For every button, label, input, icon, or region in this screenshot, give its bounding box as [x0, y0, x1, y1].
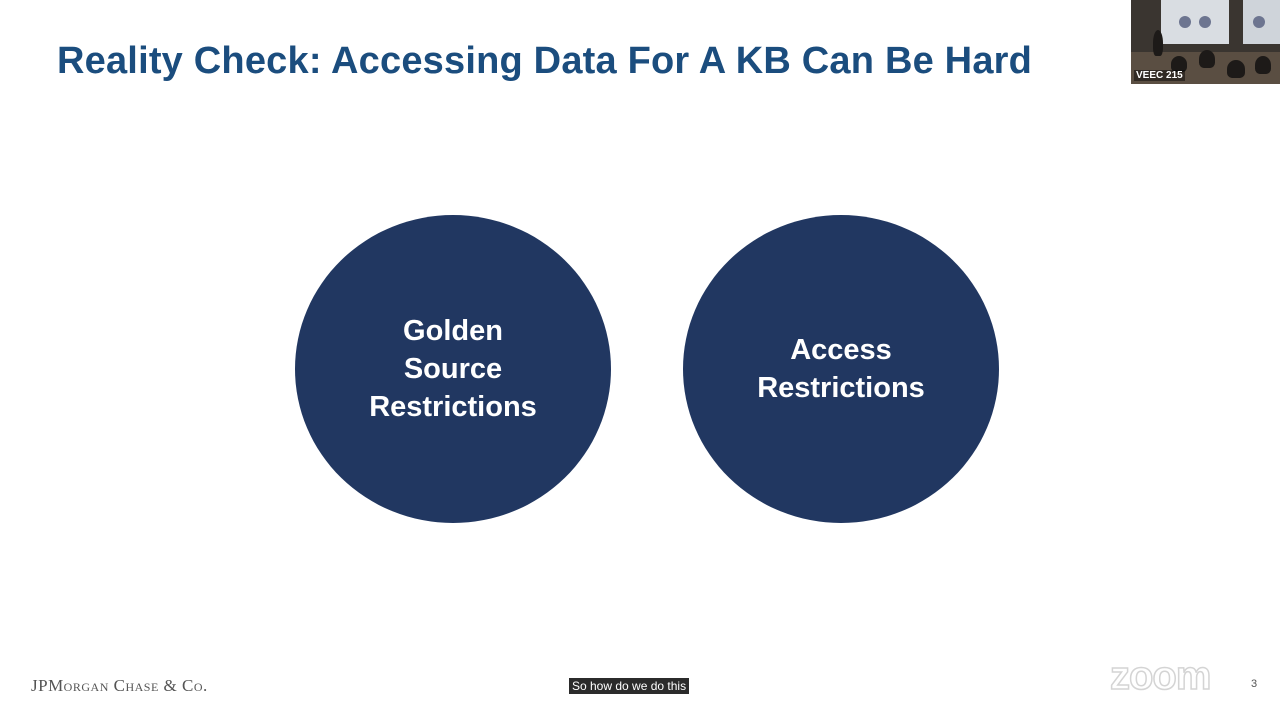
- closed-caption: So how do we do this: [569, 678, 690, 694]
- jpmorgan-logo: JPMorgan Chase & Co.: [31, 676, 208, 695]
- participant-video-thumbnail[interactable]: VEEC 215: [1131, 0, 1280, 84]
- circle-line: Golden: [403, 315, 503, 347]
- golden-source-restrictions-circle: Golden Source Restrictions: [295, 215, 611, 523]
- circle-line: Restrictions: [369, 391, 537, 423]
- circle-line: Source: [403, 353, 503, 385]
- circle-line: Restrictions: [757, 372, 925, 404]
- slide-title: Reality Check: Accessing Data For A KB C…: [57, 40, 1033, 82]
- room-label: VEEC 215: [1134, 70, 1185, 81]
- page-number: 3: [1251, 678, 1258, 690]
- zoom-watermark-logo: zoom: [1109, 653, 1212, 699]
- projector-screen: [1243, 0, 1280, 44]
- access-restrictions-circle: Access Restrictions: [683, 215, 999, 523]
- projector-screen: [1161, 0, 1229, 44]
- circle-line: Access: [790, 334, 892, 366]
